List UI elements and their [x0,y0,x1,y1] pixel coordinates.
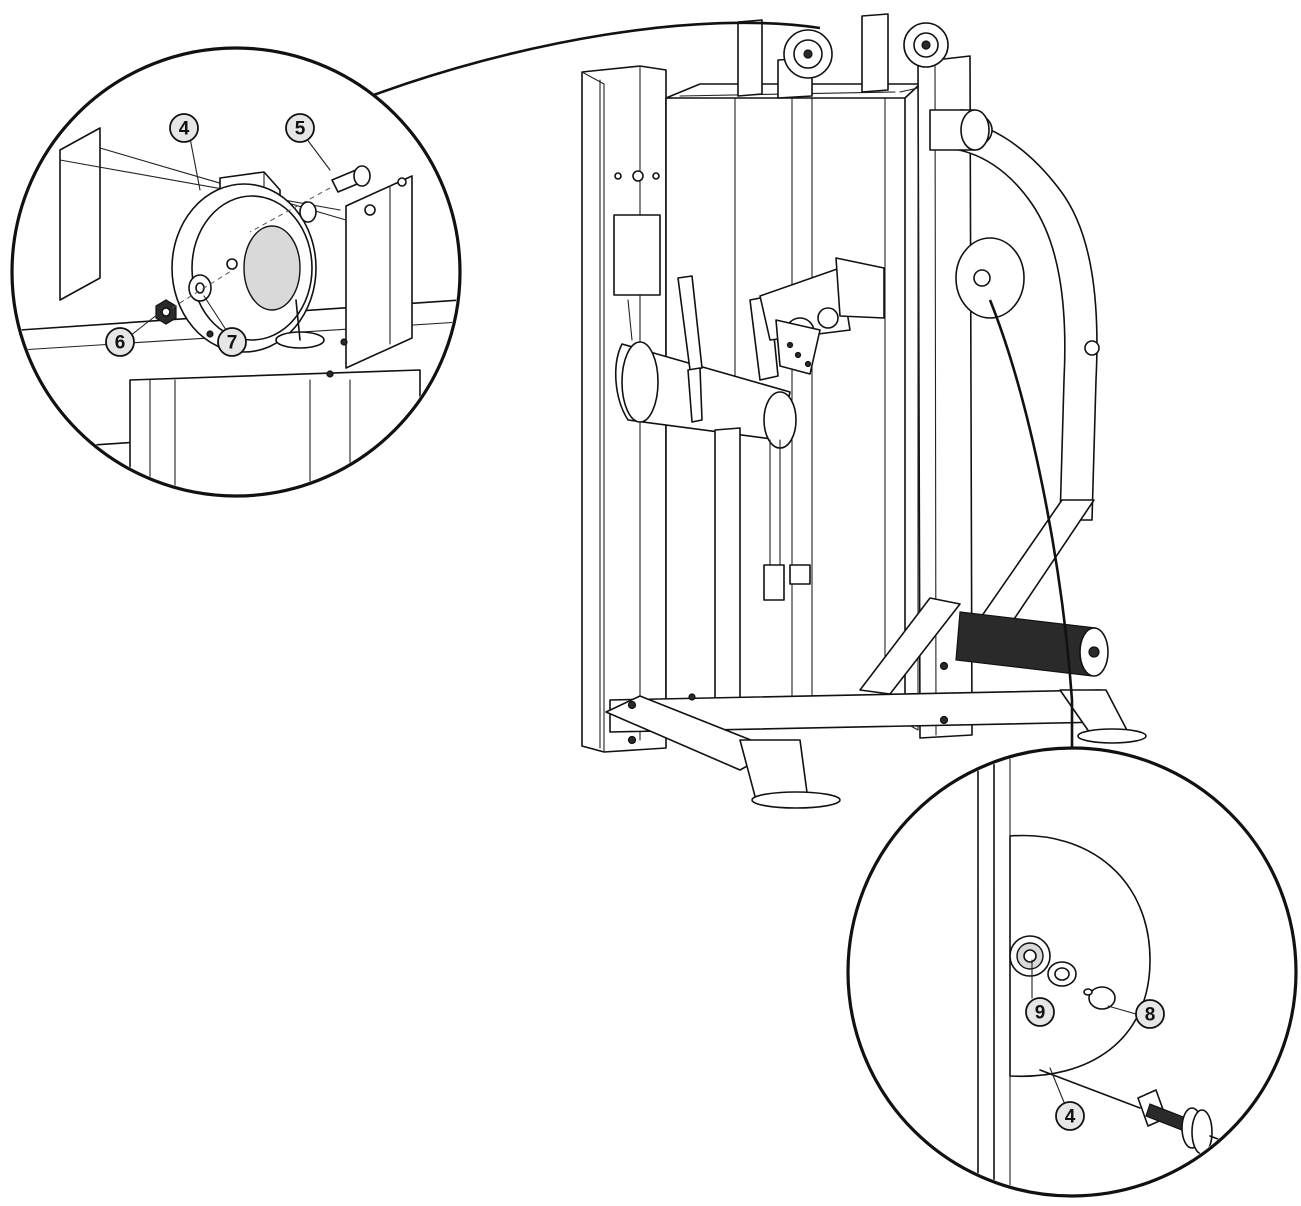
detail-circle-top [10,46,462,498]
callout-7-top: 7 [217,327,247,357]
svg-text:4: 4 [179,119,190,140]
svg-text:9: 9 [1035,1003,1046,1024]
cable-to-top-pulley [359,21,821,102]
detail-circle-bottom [846,746,1298,1198]
callout-4-top: 4 [169,113,199,143]
callout-5-top: 5 [285,113,315,143]
svg-text:4: 4 [1065,1107,1076,1128]
svg-text:7: 7 [227,333,238,354]
callout-4-bottom: 4 [1055,1101,1085,1131]
cable-to-bottom-detail [988,299,1074,760]
machine-frame [581,13,1147,809]
svg-text:5: 5 [295,119,306,140]
callout-8-bottom: 8 [1135,999,1165,1029]
svg-text:6: 6 [115,333,126,354]
svg-text:8: 8 [1145,1005,1156,1026]
callout-6-top: 6 [105,327,135,357]
callout-9-bottom: 9 [1025,997,1055,1027]
